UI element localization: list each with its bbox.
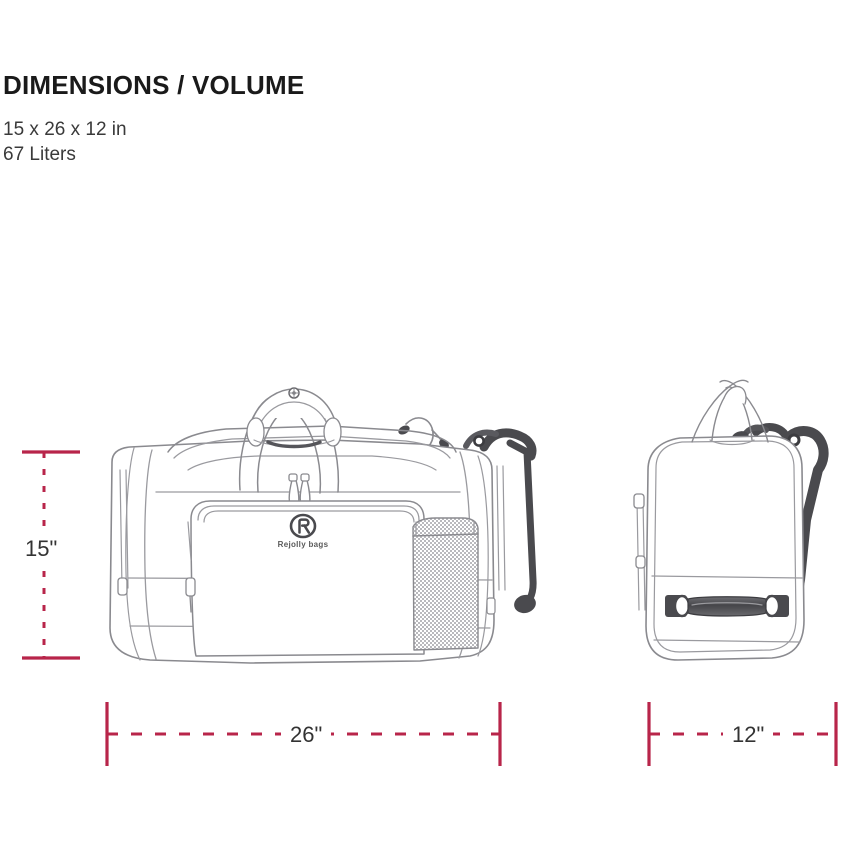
page-title: DIMENSIONS / VOLUME xyxy=(3,70,305,100)
front-pocket xyxy=(185,500,426,657)
spec-volume: 67 Liters xyxy=(3,144,76,165)
dimension-label-width: 26" xyxy=(281,720,332,750)
side-carry-handles xyxy=(691,379,769,446)
mesh-side-pocket xyxy=(412,517,479,651)
dimension-label-height: 15" xyxy=(19,533,64,565)
side-grab-handle xyxy=(665,594,789,618)
duffel-bag-side-view xyxy=(633,379,829,661)
carry-handles xyxy=(238,387,342,494)
dimension-depth xyxy=(647,702,838,766)
side-body-outline xyxy=(645,435,805,661)
side-zipper xyxy=(633,493,646,611)
header: DIMENSIONS / VOLUME 15 x 26 x 12 in 67 L… xyxy=(3,72,304,167)
dimension-label-depth: 12" xyxy=(723,720,774,750)
shoulder-strap-front xyxy=(463,428,537,614)
duffel-bag-front-view xyxy=(109,387,537,664)
spec-block: 15 x 26 x 12 in 67 Liters xyxy=(3,117,304,167)
spec-dimensions: 15 x 26 x 12 in xyxy=(3,119,127,140)
